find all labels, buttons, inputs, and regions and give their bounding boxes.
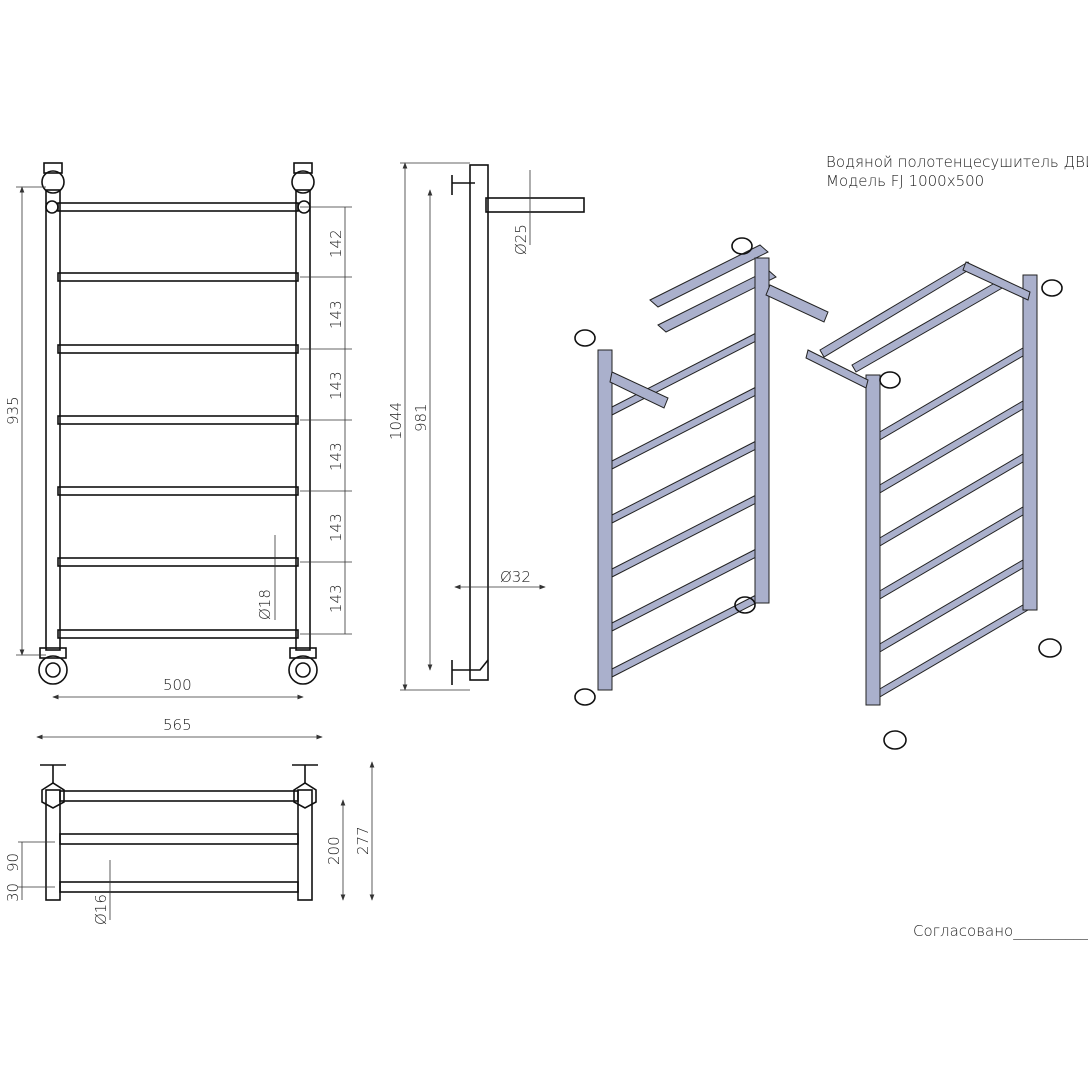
dim-spacing-3: 143 [327,371,345,400]
dim-overall-width: 565 [163,716,192,734]
front-view: 935 500 142 143 143 143 143 143 Ø18 [4,162,352,700]
side-view: 1044 981 Ø25 Ø32 [387,162,585,691]
dim-depth-shelf: 200 [325,836,343,865]
dim-spacing-4: 143 [327,442,345,471]
title-line-2: Модель FJ 1000x500 [826,172,984,190]
dim-shelf-diameter: Ø25 [512,224,530,255]
dim-spacing-6: 143 [327,584,345,613]
approval-text: Согласовано__________ [913,922,1088,940]
dim-depth-total: 277 [354,826,372,855]
dim-spacing-90: 90 [4,853,22,872]
dim-bar-diameter: Ø18 [256,589,274,620]
isometric-view-left [574,237,829,706]
dim-top-bar-diameter: Ø16 [92,894,110,925]
title-line-1: Водяной полотенцесушитель ДВИН [826,153,1088,171]
top-view: 565 277 200 90 30 Ø16 [4,716,375,925]
dim-spacing-30: 30 [4,883,22,902]
dim-height-935: 935 [4,396,22,425]
dim-pipe-diameter: Ø32 [500,568,531,586]
dim-inner-height: 981 [412,403,430,432]
dim-spacing-5: 143 [327,513,345,542]
dim-total-height: 1044 [387,402,405,440]
dim-spacing-1: 142 [327,229,345,258]
dim-spacing-2: 143 [327,300,345,329]
isometric-view-right [805,261,1063,750]
dim-width-500: 500 [163,676,192,694]
